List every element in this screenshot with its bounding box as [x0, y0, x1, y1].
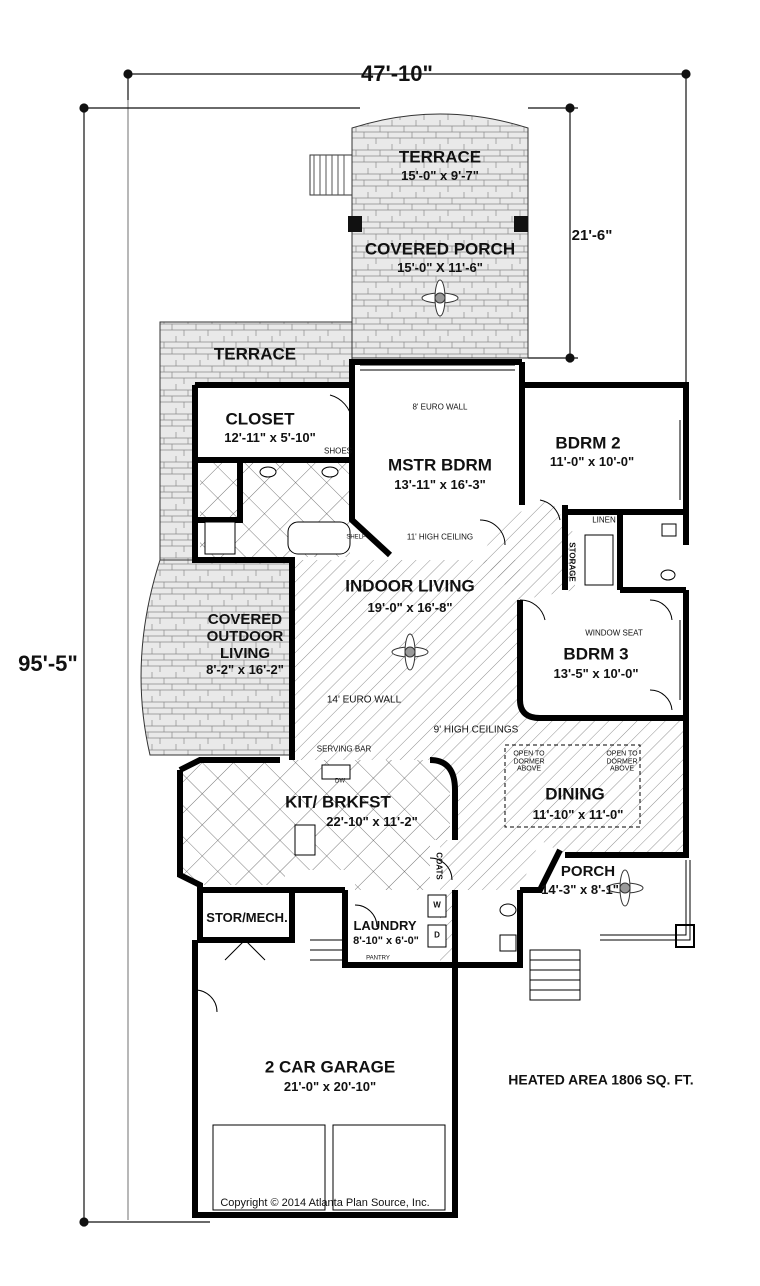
covered-porch-size: 15'-0" X 11'-6" — [397, 259, 483, 275]
coats-note: COATS — [434, 852, 444, 880]
pantry-note: PANTRY — [366, 955, 390, 962]
high-ceilings-9-note: 9' HIGH CEILINGS — [433, 724, 519, 736]
garage-name: 2 CAR GARAGE — [264, 1057, 396, 1077]
covered-outdoor-size: 8'-2" x 16'-2" — [206, 661, 284, 677]
bedroom-3-size: 13'-5" x 10'-0" — [553, 665, 639, 681]
linen-note: LINEN — [592, 515, 616, 525]
ceiling-fan-icons — [391, 279, 644, 907]
dishwasher-note: DW — [335, 778, 345, 785]
bedroom-3-name: BDRM 3 — [563, 644, 629, 664]
copyright-note: Copyright © 2014 Atlanta Plan Source, In… — [220, 1196, 430, 1209]
washer-label: W — [433, 900, 441, 910]
terrace-left-name: TERRACE — [213, 344, 297, 364]
euro-wall-14-note: 14' EURO WALL — [326, 694, 402, 706]
garage-size: 21'-0" x 20'-10" — [283, 1078, 377, 1094]
high-ceiling-11-note: 11' HIGH CEILING — [406, 532, 474, 542]
dormer-outline — [504, 744, 641, 828]
covered-outdoor-line2: OUTDOOR — [206, 627, 284, 645]
dimension-lines — [79, 69, 691, 1227]
overall-width-dimension: 47'-10" — [361, 60, 433, 86]
serving-bar-note: SERVING BAR — [316, 744, 372, 754]
master-bedroom-name: MSTR BDRM — [388, 455, 492, 475]
heated-area-note: HEATED AREA 1806 SQ. FT. — [508, 1071, 694, 1088]
overall-depth-dimension: 95'-5" — [18, 650, 78, 676]
shelf-note: SHELF — [346, 534, 366, 541]
dormer-note-right: OPEN TO DORMER ABOVE — [606, 750, 638, 773]
porch-depth-dimension: 21'-6" — [571, 226, 613, 244]
indoor-living-size: 19'-0" x 16'-8" — [367, 599, 453, 615]
fixtures — [204, 466, 677, 952]
dining-name: DINING — [545, 784, 605, 804]
kitchen-size: 22'-10" x 11'-2" — [326, 813, 418, 829]
dining-size: 11'-10" x 11'-0" — [532, 806, 624, 822]
master-bedroom-size: 13'-11" x 16'-3" — [394, 476, 486, 492]
porch-size: 14'-3" x 8'-1" — [541, 881, 619, 897]
terrace-top-size: 15'-0" x 9'-7" — [401, 167, 479, 183]
dormer-note-left: OPEN TO DORMER ABOVE — [513, 750, 545, 773]
covered-porch-name: COVERED PORCH — [364, 239, 516, 259]
porch-name: PORCH — [560, 862, 616, 880]
windows-doors — [194, 364, 695, 1211]
euro-wall-8-note: 8' EURO WALL — [412, 402, 468, 412]
closet-size: 12'-11" x 5'-10" — [224, 429, 316, 445]
indoor-living-name: INDOOR LIVING — [345, 576, 475, 596]
hatched-areas — [292, 500, 688, 965]
covered-outdoor-line3: LIVING — [219, 644, 271, 662]
closet-name: CLOSET — [225, 409, 295, 429]
stor-mech-name: STOR/MECH. — [206, 909, 288, 925]
kitchen-name: KIT/ BRKFST — [285, 792, 391, 812]
shoes-note: SHOES — [323, 446, 353, 456]
bedroom-2-size: 11'-0" x 10'-0" — [549, 453, 635, 469]
storage-note: STORAGE — [567, 542, 577, 582]
terrace-top-name: TERRACE — [398, 147, 482, 167]
stone-terraces — [140, 113, 529, 756]
laundry-size: 8'-10" x 6'-0" — [353, 934, 419, 947]
walls — [177, 359, 689, 1218]
laundry-name: LAUNDRY — [353, 917, 417, 933]
dryer-label: D — [434, 930, 440, 940]
covered-outdoor-line1: COVERED — [207, 610, 283, 628]
window-seat-note: WINDOW SEAT — [585, 628, 643, 638]
bedroom-2-name: BDRM 2 — [555, 433, 621, 453]
